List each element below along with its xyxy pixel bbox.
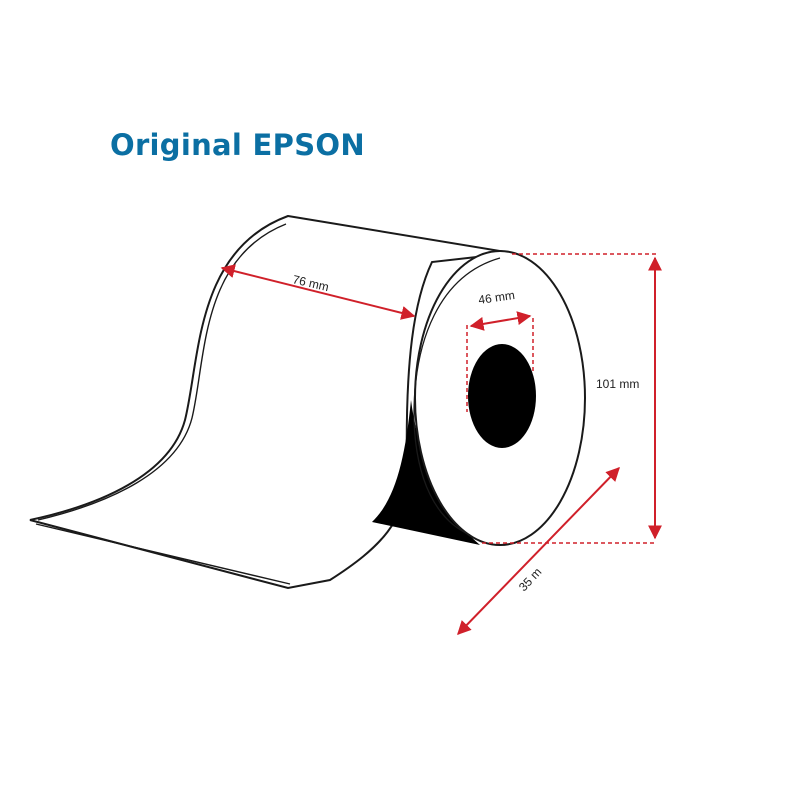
dimension-core-diameter: 46 mm xyxy=(466,288,534,412)
paper-roll xyxy=(29,214,586,590)
dimension-width: 76 mm xyxy=(220,264,416,320)
core-hole xyxy=(468,344,536,448)
brand-title: Original EPSON xyxy=(110,128,365,162)
dimension-outer-label: 101 mm xyxy=(596,377,639,391)
dimension-core-label: 46 mm xyxy=(477,288,515,307)
roll-end-face-inner xyxy=(413,257,501,536)
sheet-bottom-edge xyxy=(35,523,291,585)
